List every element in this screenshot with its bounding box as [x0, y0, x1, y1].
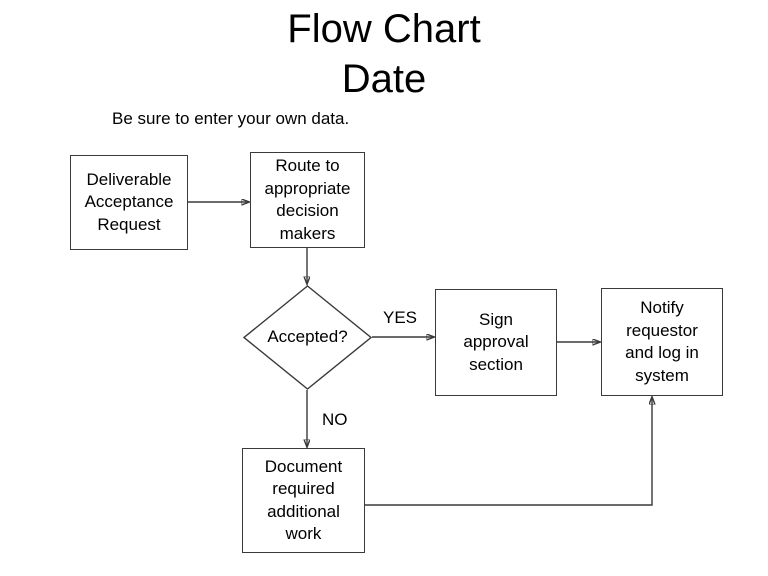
node-deliverable-acceptance-request[interactable]: Deliverable Acceptance Request — [70, 155, 188, 250]
slide-subtitle: Be sure to enter your own data. — [112, 109, 350, 128]
edge-label-yes: YES — [383, 308, 418, 327]
edge-label-no: NO — [322, 410, 348, 429]
diamond-shape — [243, 285, 372, 390]
node-accepted-decision[interactable]: Accepted? — [243, 285, 372, 390]
node-route-to-decision-makers[interactable]: Route to appropriate decision makers — [250, 152, 365, 248]
node-accepted-label: Accepted? — [267, 327, 348, 347]
node-sign-approval-section[interactable]: Sign approval section — [435, 289, 557, 396]
node-document-required-work[interactable]: Document required additional work — [242, 448, 365, 553]
node-notify-requestor[interactable]: Notify requestor and log in system — [601, 288, 723, 396]
page-title: Flow Chart Date — [287, 7, 481, 101]
